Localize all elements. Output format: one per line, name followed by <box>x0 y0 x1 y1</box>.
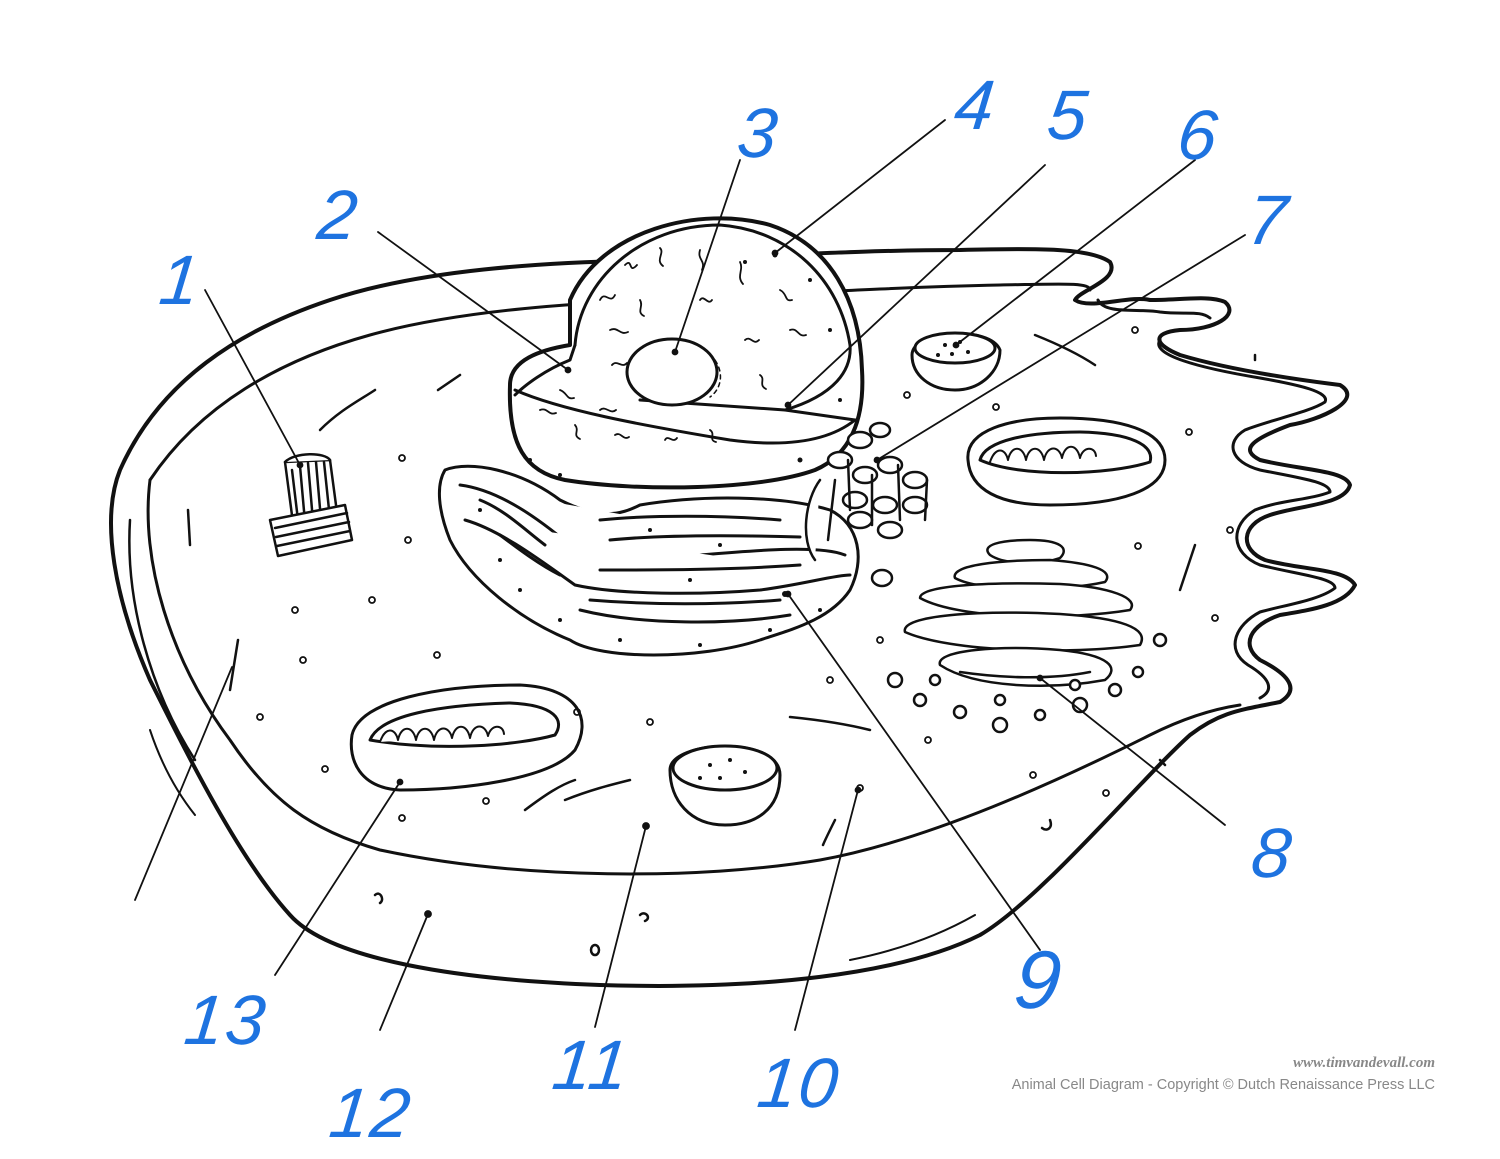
label-4: 4 <box>950 66 1001 144</box>
label-5: 5 <box>1043 76 1094 154</box>
credit-copyright: Animal Cell Diagram - Copyright © Dutch … <box>1011 1077 1435 1093</box>
mitochondrion-upper-right <box>966 416 1167 507</box>
nucleus <box>507 216 865 490</box>
label-1: 1 <box>155 241 206 319</box>
credit-url: www.timvandevall.com <box>1293 1055 1435 1071</box>
leader-lines <box>134 119 1246 1031</box>
centriole <box>268 453 354 558</box>
lysosome-upper <box>910 331 1002 392</box>
label-13: 13 <box>180 981 271 1059</box>
cytoplasm-details <box>186 333 1257 957</box>
nucleolus <box>625 337 719 407</box>
label-8: 8 <box>1247 814 1298 892</box>
label-2: 2 <box>313 176 364 254</box>
label-6: 6 <box>1173 96 1224 174</box>
ribosomes <box>256 326 1234 918</box>
label-7: 7 <box>1243 181 1294 259</box>
golgi-apparatus <box>886 538 1168 734</box>
label-9: 9 <box>1010 935 1068 1026</box>
rough-endoplasmic-reticulum <box>437 464 860 657</box>
label-3: 3 <box>733 94 784 172</box>
lysosome-lower <box>668 744 782 827</box>
smooth-endoplasmic-reticulum <box>804 421 929 588</box>
label-11: 11 <box>548 1026 634 1104</box>
mitochondrion-lower-left <box>349 683 584 792</box>
label-12: 12 <box>325 1074 416 1152</box>
label-10: 10 <box>753 1044 844 1122</box>
